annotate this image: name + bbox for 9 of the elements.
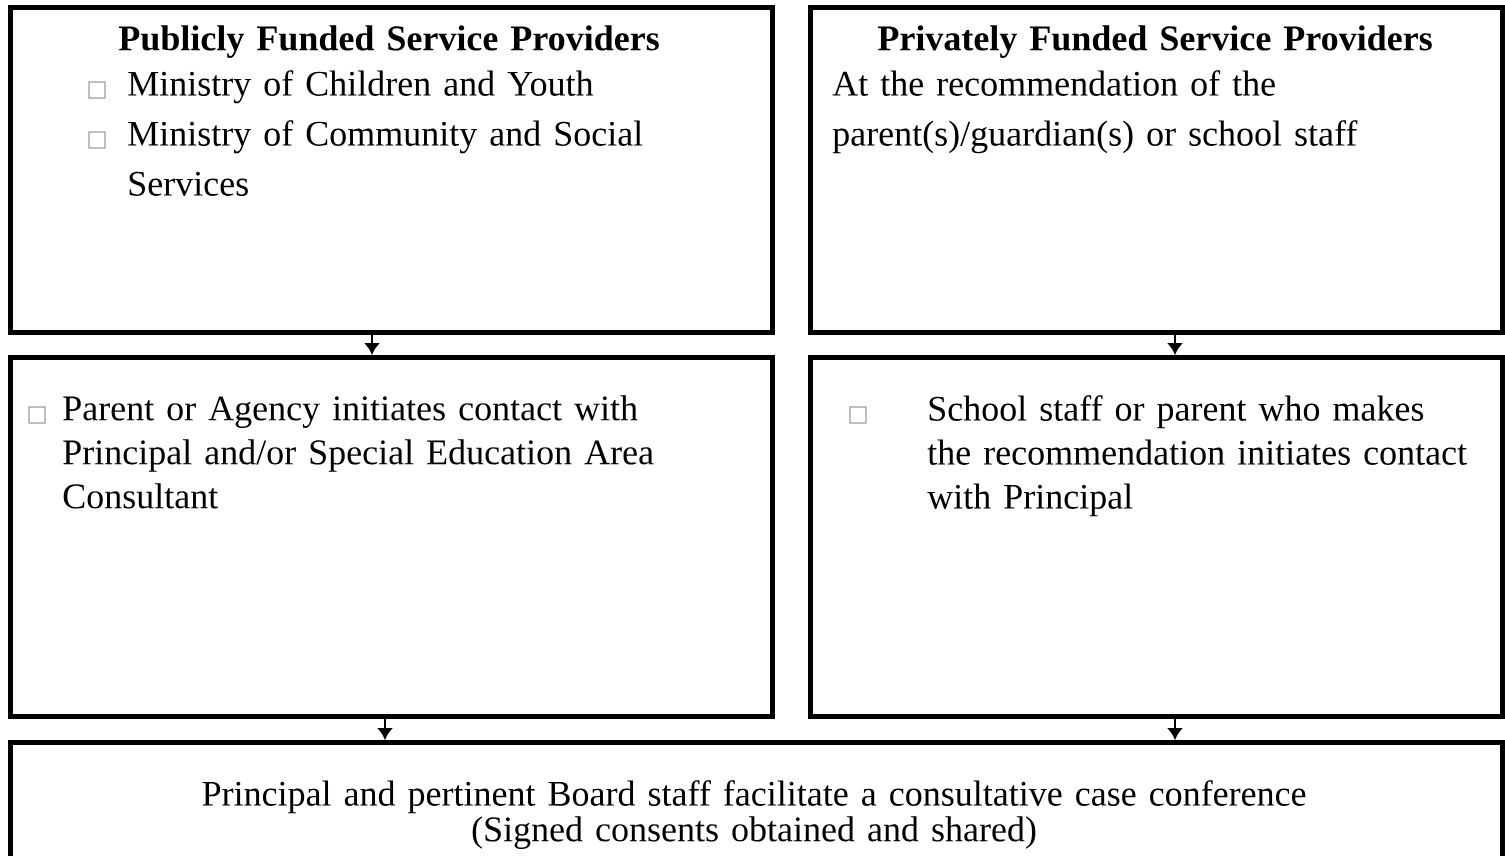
conference-box: Principal and pertinent Board staff facilitate a consultative case conference (Signed consents obtained and shared) [8,740,1505,856]
arrow [365,334,379,354]
process-box: Publicly Funded Service Providers Ministry of Children and Youth Ministry of Community and Social Services [8,5,775,335]
arrow [378,718,392,739]
arrow [1168,334,1182,354]
process-box: Privately Funded Service Providers At the recommendation of the parent(s)/guardian(s) or school staff [808,5,1505,335]
process-box: School staff or parent who makes the recommendation initiates contact with Principal [808,355,1505,719]
arrow [1168,718,1182,739]
process-box: Parent or Agency initiates contact with Principal and/or Special Education Area Consultant [8,355,775,719]
